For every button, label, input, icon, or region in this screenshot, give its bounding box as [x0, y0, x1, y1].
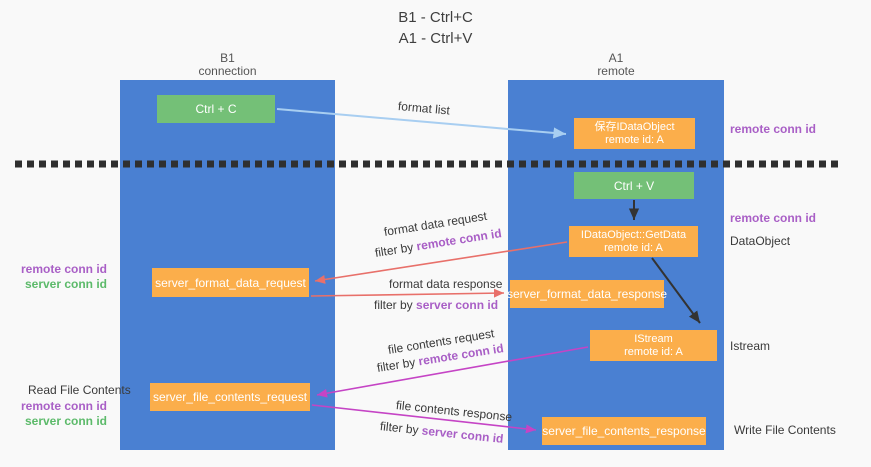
arrow-format-data-response	[310, 288, 505, 298]
node-istream-line1: IStream	[634, 332, 673, 345]
annotation-remote-conn-id-left-lower: remote conn id	[20, 399, 107, 413]
lane-header-a1: A1 remote	[508, 52, 724, 78]
annotation-read-file-contents: Read File Contents	[28, 383, 131, 397]
lane-subtitle-b1: connection	[198, 64, 257, 78]
arrow-label-filter-by-server-1: filter by server conn id	[374, 298, 498, 312]
filter-by-prefix: filter by	[373, 239, 418, 260]
annotation-conn-ids-left-upper: remote conn id server conn id	[15, 262, 107, 292]
arrow-label-file-contents-response: file contents response	[395, 398, 513, 425]
node-ctrl-c-label: Ctrl + C	[195, 102, 237, 116]
node-server-file-contents-response: server_file_contents_response	[542, 417, 706, 445]
diagram-title: B1 - Ctrl+C A1 - Ctrl+V	[0, 7, 871, 49]
node-idataobject-getdata-line1: IDataObject::GetData	[580, 228, 687, 241]
filter-by-server-conn-id: server conn id	[421, 423, 505, 446]
filter-by-server-conn-id: server conn id	[416, 298, 499, 312]
node-save-idataobject-line2: remote id: A	[605, 133, 664, 146]
arrow-label-format-data-response: format data response	[389, 277, 503, 291]
annotation-conn-ids-left-lower: remote conn id server conn id	[17, 399, 107, 429]
lane-name-a1: A1	[608, 51, 624, 65]
node-ctrl-v-label: Ctrl + V	[613, 178, 655, 193]
node-save-idataobject: 保存IDataObject remote id: A	[574, 118, 695, 149]
filter-by-prefix: filter by	[374, 298, 417, 312]
node-server-file-contents-request-label: server_file_contents_request	[152, 390, 308, 404]
lane-header-b1: B1 connection	[120, 52, 335, 78]
annotation-server-conn-id-left-upper: server conn id	[24, 277, 107, 291]
node-ctrl-v: Ctrl + V	[574, 172, 694, 199]
lane-name-b1: B1	[220, 51, 235, 65]
node-server-format-data-request: server_format_data_request	[152, 268, 309, 297]
annotation-istream: Istream	[730, 339, 771, 353]
node-server-file-contents-request: server_file_contents_request	[150, 383, 310, 411]
node-idataobject-getdata-line2: remote id: A	[604, 241, 663, 254]
node-istream-line2: remote id: A	[624, 345, 683, 358]
annotation-remote-conn-id-left-upper: remote conn id	[20, 262, 107, 276]
filter-by-prefix: filter by	[375, 354, 420, 375]
title-line-1: B1 - Ctrl+C	[398, 9, 473, 26]
annotation-remote-conn-id-mid-right: remote conn id	[730, 211, 817, 225]
annotation-remote-conn-id-top-right: remote conn id	[730, 122, 817, 136]
node-ctrl-c: Ctrl + C	[157, 95, 275, 123]
node-server-format-data-response-label: server_format_data_response	[506, 287, 668, 301]
annotation-server-conn-id-left-lower: server conn id	[24, 414, 107, 428]
node-save-idataobject-line1: 保存IDataObject	[594, 120, 675, 133]
title-line-2: A1 - Ctrl+V	[398, 30, 473, 47]
annotation-write-file-contents: Write File Contents	[734, 423, 836, 437]
annotation-dataobject: DataObject	[730, 234, 791, 248]
lane-subtitle-a1: remote	[597, 64, 635, 78]
node-istream: IStream remote id: A	[590, 330, 717, 361]
node-server-format-data-request-label: server_format_data_request	[155, 275, 306, 290]
arrow-label-format-list: format list	[397, 99, 451, 118]
node-idataobject-getdata: IDataObject::GetData remote id: A	[569, 226, 698, 257]
node-server-file-contents-response-label: server_file_contents_response	[542, 424, 706, 438]
filter-by-prefix: filter by	[379, 419, 423, 438]
node-server-format-data-response: server_format_data_response	[506, 280, 668, 308]
arrow-label-filter-by-server-2: filter by server conn id	[379, 419, 504, 446]
